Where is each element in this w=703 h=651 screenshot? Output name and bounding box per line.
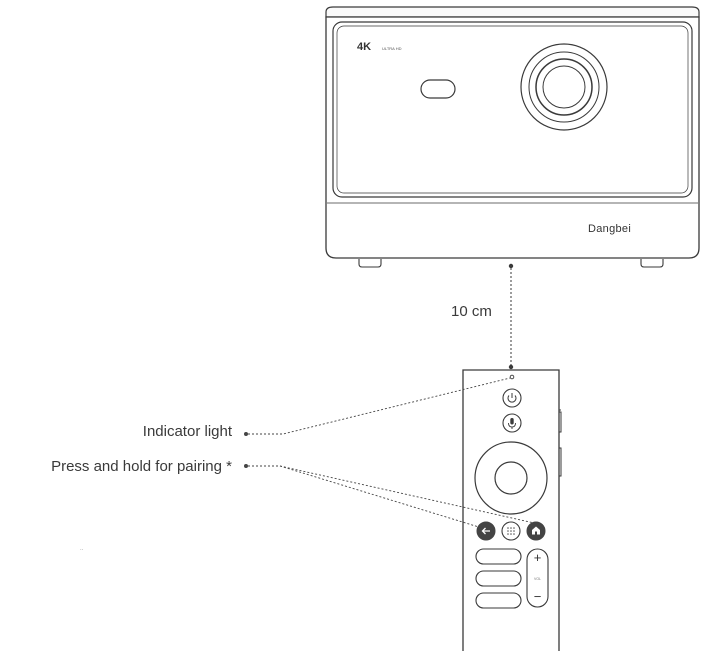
footnote-marks: .. (80, 546, 84, 552)
projector-front-panel (332, 21, 693, 198)
pairing-label: Press and hold for pairing * (51, 458, 232, 475)
distance-marker (508, 263, 514, 370)
volume-plus[interactable]: + (534, 550, 542, 565)
projector-foot-left (358, 259, 382, 268)
home-button[interactable] (526, 521, 546, 541)
indicator-callout-dot (244, 432, 248, 436)
brand-logo: Dangbei (588, 223, 631, 235)
distance-dot-top (508, 263, 514, 269)
mic-icon (510, 418, 514, 425)
pairing-leader-home (279, 465, 535, 524)
apps-button[interactable] (501, 521, 521, 541)
badge-4k: 4K (357, 41, 371, 53)
volume-minus[interactable]: − (534, 589, 542, 604)
remote-indicator-light (509, 374, 515, 380)
lens-glass-ring (535, 58, 593, 116)
back-arrow-icon (481, 527, 490, 535)
mic-button[interactable] (502, 413, 522, 433)
projector-front-inner (336, 25, 689, 194)
indicator-light-label: Indicator light (142, 423, 232, 440)
lens-outer-ring (520, 43, 608, 131)
callout-leaders (244, 377, 535, 529)
distance-label: 10 cm (451, 303, 492, 320)
ir-sensor-window (420, 79, 456, 99)
badge-ultra-hd: ULTRA HD (382, 46, 402, 51)
pairing-leader-back (279, 465, 483, 529)
distance-dot-bottom (508, 364, 514, 370)
power-icon (507, 395, 517, 403)
lens-glass (542, 65, 586, 109)
projector-top-edge (325, 6, 700, 18)
apps-grid-icon (507, 527, 515, 535)
projector-foot-right (640, 259, 664, 268)
shortcut-button-3[interactable] (475, 592, 522, 609)
pairing-callout-dot (244, 464, 248, 468)
back-button[interactable] (476, 521, 496, 541)
volume-label: VOL (534, 577, 541, 581)
shortcut-button-1[interactable] (475, 548, 522, 565)
volume-rocker[interactable] (526, 548, 549, 608)
power-button[interactable] (502, 388, 522, 408)
home-icon (532, 526, 540, 535)
side-key-1 (559, 411, 562, 433)
projector (325, 6, 700, 268)
lens-ring (528, 51, 600, 123)
ok-button[interactable] (494, 461, 528, 495)
shortcut-button-2[interactable] (475, 570, 522, 587)
side-key-2 (559, 447, 562, 477)
remote-control (462, 369, 562, 651)
